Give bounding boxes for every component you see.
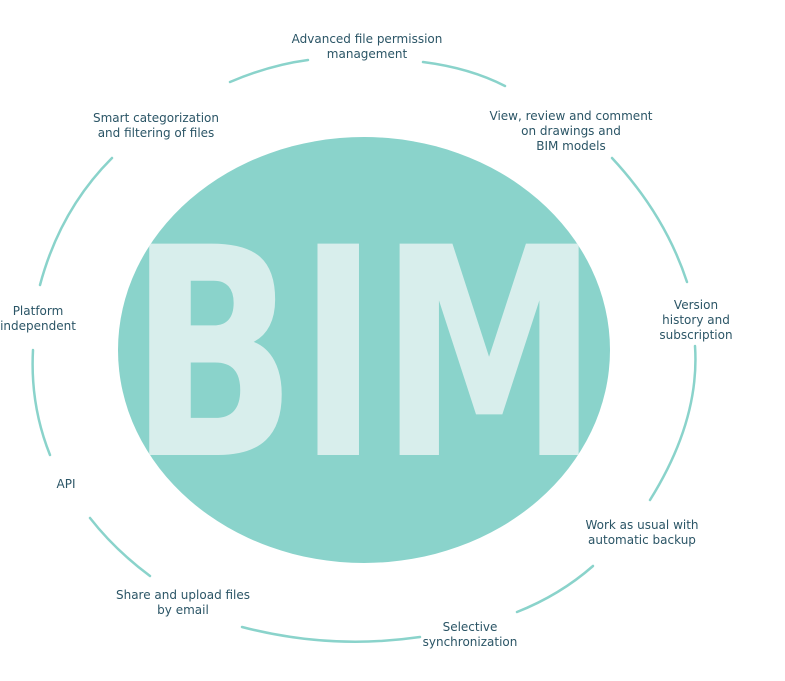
ring-arc: [88, 516, 152, 578]
feature-label-platform-independent: Platform independent: [0, 304, 76, 333]
ring-arc: [648, 344, 697, 502]
feature-label-file-permissions: Advanced file permission management: [291, 32, 443, 61]
ring-arc: [610, 156, 689, 284]
ring-arc: [228, 58, 310, 84]
ring-arc: [38, 156, 114, 287]
feature-label-automatic-backup: Work as usual with automatic backup: [585, 518, 699, 547]
feature-label-view-review: View, review and comment on drawings and…: [489, 109, 653, 153]
outer-ring: [31, 58, 697, 643]
ring-arc: [421, 60, 507, 88]
ring-arc: [515, 564, 595, 614]
ring-arc: [31, 348, 52, 457]
center-oval: [118, 137, 610, 563]
ring-arc: [240, 625, 422, 643]
feature-label-version-history: Version history and subscription: [659, 298, 733, 342]
feature-label-selective-sync: Selective synchronization: [422, 620, 518, 649]
feature-label-share-email: Share and upload files by email: [115, 588, 251, 617]
feature-label-smart-categorization: Smart categorization and filtering of fi…: [92, 111, 220, 140]
feature-label-api: API: [56, 477, 76, 491]
bim-letters: BIM: [129, 187, 599, 524]
